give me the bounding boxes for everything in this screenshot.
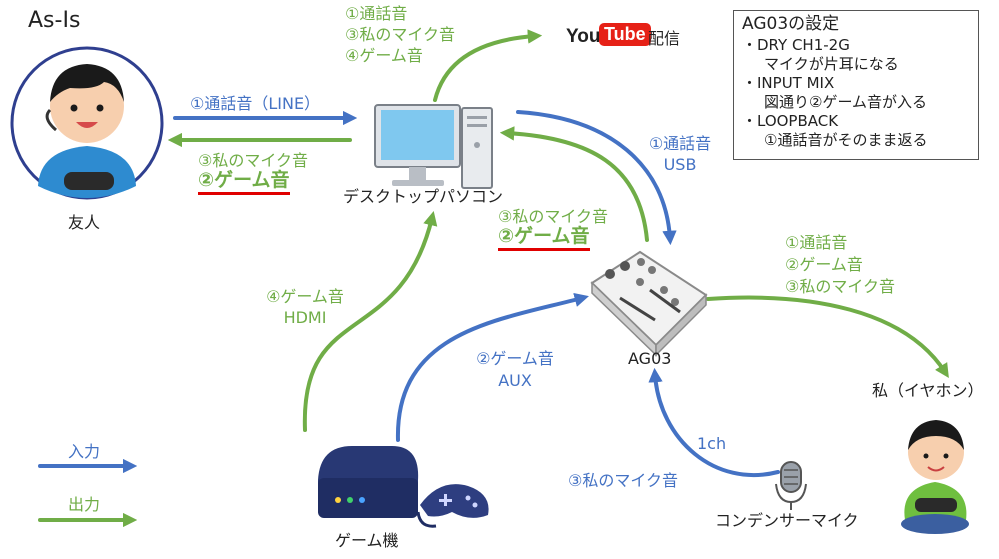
arrow-ag03-pc [499, 126, 649, 242]
legend-output-label: 出力 [68, 495, 101, 514]
edge-label-stream-1: ①通話音 [345, 4, 408, 23]
youtube-logo-tube: Tube [599, 23, 651, 46]
edge-label-friend-in: ①通話音（LINE） [190, 94, 321, 113]
edge-label-mic-ch: 1ch [697, 434, 727, 453]
edge-label-ag-pc-voice: ③私のマイク音 [498, 207, 609, 226]
arrow-mic-ag03 [648, 367, 780, 478]
edge-label-hdmi-2: HDMI [283, 308, 327, 327]
youtube-caption: 配信 [648, 29, 681, 48]
desktop-pc-icon [374, 104, 493, 189]
condenser-mic-icon [775, 461, 807, 510]
edge-label-usb-1: ①通話音 [648, 134, 712, 153]
edge-label-me-2: ②ゲーム音 [785, 255, 863, 274]
settings-title: AG03の設定 [742, 14, 840, 34]
arrow-pc-youtube [433, 29, 543, 102]
legend-input-label: 入力 [68, 442, 101, 461]
edge-label-mic-voice: ③私のマイク音 [568, 471, 679, 490]
youtube-logo-you: You [566, 26, 601, 47]
me-label: 私（イヤホン） [872, 381, 984, 400]
arrow-ag03-me [706, 295, 949, 379]
edge-label-stream-3: ④ゲーム音 [345, 46, 423, 65]
edge-label-stream-2: ③私のマイク音 [345, 25, 456, 44]
pc-label: デスクトップパソコン [343, 187, 504, 206]
friend-label: 友人 [68, 213, 101, 232]
edge-label-aux-2: AUX [498, 371, 532, 390]
settings-line: マイクが片耳になる [764, 55, 899, 73]
settings-line: ・LOOPBACK [742, 112, 839, 130]
edge-label-me-3: ③私のマイク音 [785, 277, 896, 296]
ag03-settings-box: AG03の設定 ・DRY CH1-2G マイクが片耳になる ・INPUT MIX… [733, 10, 979, 160]
edge-label-hdmi-1: ④ゲーム音 [266, 287, 344, 306]
edge-label-aux-1: ②ゲーム音 [476, 349, 554, 368]
edge-label-me-1: ①通話音 [785, 233, 848, 252]
me-avatar-icon [901, 420, 969, 534]
ag03-mixer-icon [590, 250, 708, 357]
page-title: As-Is [28, 8, 81, 33]
arrow-pc-ag03-usb [516, 110, 677, 246]
settings-line: 図通り②ゲーム音が入る [764, 93, 927, 111]
edge-label-friend-game: ②ゲーム音 [198, 169, 290, 195]
friend-avatar-icon [10, 46, 164, 200]
settings-line: ・DRY CH1-2G [742, 36, 850, 54]
settings-line: ①通話音がそのまま返る [764, 131, 928, 149]
ag03-label: AG03 [628, 349, 672, 368]
edge-label-friend-voice: ③私のマイク音 [198, 151, 309, 170]
mic-label: コンデンサーマイク [715, 511, 859, 530]
arrow-game-ag03-aux [395, 292, 589, 442]
game-console-icon [318, 446, 489, 528]
edge-label-ag-pc-game: ②ゲーム音 [498, 225, 590, 251]
settings-line: ・INPUT MIX [742, 74, 835, 92]
edge-label-usb-2: USB [663, 155, 697, 174]
arrow-game-pc-hdmi [302, 211, 438, 432]
game-console-label: ゲーム機 [335, 531, 399, 550]
